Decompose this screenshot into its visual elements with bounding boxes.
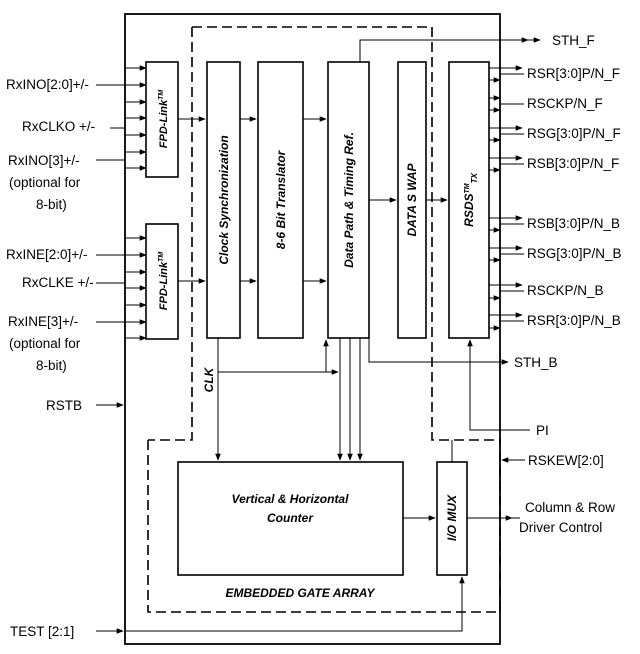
rsds-label: RSDS bbox=[462, 194, 476, 227]
label-sth-b: STH_B bbox=[514, 355, 558, 370]
label-optional-2-line1: (optional for bbox=[9, 336, 81, 351]
data-path-block bbox=[327, 61, 370, 339]
counter-label-line2: Counter bbox=[267, 511, 314, 525]
rsds-output-wires bbox=[489, 65, 523, 331]
fpd-link-bottom-sup: TM bbox=[158, 252, 165, 262]
label-rxclko: RxCLKO +/- bbox=[22, 119, 95, 134]
clock-sync-label: Clock Synchronization bbox=[217, 135, 231, 264]
fpd-link-top-sup: TM bbox=[158, 90, 165, 100]
label-column-row-line2: Driver Control bbox=[519, 520, 602, 535]
label-rsckp-b: RSCKP/N_B bbox=[527, 283, 604, 298]
svg-text:RSDSTMTX: RSDSTMTX bbox=[462, 173, 479, 227]
label-rxine-20: RxINE[2:0]+/- bbox=[6, 247, 87, 262]
data-path-label: Data Path & Timing Ref. bbox=[342, 132, 356, 268]
svg-text:FPD-LinkTM: FPD-LinkTM bbox=[158, 252, 170, 311]
internal-wires bbox=[96, 37, 541, 634]
data-swap-label: DATA S WAP bbox=[405, 162, 419, 236]
label-sth-f: STH_F bbox=[552, 33, 595, 48]
io-mux-label: I/O MUX bbox=[445, 494, 459, 541]
io-mux-block bbox=[436, 461, 468, 576]
label-rskew: RSKEW[2:0] bbox=[528, 453, 604, 468]
label-rstb: RSTB bbox=[46, 398, 82, 413]
label-column-row-line1: Column & Row bbox=[525, 500, 615, 515]
label-rsr-f: RSR[3:0]P/N_F bbox=[527, 66, 620, 81]
label-rsg-f: RSG[3:0]P/N_F bbox=[527, 126, 621, 141]
fpd-link-top-label: FPD-Link bbox=[158, 99, 170, 148]
label-rxclke: RxCLKE +/- bbox=[22, 275, 94, 290]
rsds-tx-block bbox=[448, 61, 490, 339]
right-stub-lines bbox=[500, 73, 524, 322]
label-pi: PI bbox=[536, 423, 549, 438]
label-rxine-3: RxINE[3]+/- bbox=[8, 314, 78, 329]
label-rsb-b: RSB[3:0]P/N_B bbox=[527, 216, 620, 231]
svg-text:FPD-LinkTM: FPD-LinkTM bbox=[158, 90, 170, 149]
label-rsg-b: RSG[3:0]P/N_B bbox=[527, 246, 622, 261]
translator-block bbox=[257, 61, 304, 339]
label-optional-2-line2: 8-bit) bbox=[36, 358, 67, 373]
left-stub-lines bbox=[96, 84, 125, 408]
label-rsckp-f: RSCKP/N_F bbox=[527, 96, 603, 111]
fpd-link-bottom-label: FPD-Link bbox=[158, 261, 170, 310]
fpd-link-top-block bbox=[145, 61, 179, 178]
gate-array-label: EMBEDDED GATE ARRAY bbox=[225, 586, 375, 600]
translator-label: 8-6 Bit Translator bbox=[274, 149, 288, 249]
fpd-bottom-input-wires bbox=[125, 235, 147, 341]
label-optional-1-line2: 8-bit) bbox=[36, 197, 67, 212]
fpd-top-input-wires bbox=[125, 65, 147, 171]
fpd-link-bottom-block bbox=[145, 223, 179, 340]
label-test: TEST [2:1] bbox=[10, 624, 74, 639]
rsds-sub: TX bbox=[470, 173, 479, 184]
counter-label-line1: Vertical & Horizontal bbox=[232, 492, 350, 506]
label-rsr-b: RSR[3:0]P/N_B bbox=[527, 313, 621, 328]
counter-block bbox=[177, 461, 404, 576]
label-clk: CLK bbox=[202, 366, 216, 392]
label-rxino-3: RxINO[3]+/- bbox=[8, 153, 80, 168]
label-rxino-20: RxINO[2:0]+/- bbox=[6, 77, 89, 92]
label-rsb-f: RSB[3:0]P/N_F bbox=[527, 156, 619, 171]
clock-sync-block bbox=[206, 61, 241, 339]
gate-array-dashed-region bbox=[147, 440, 501, 613]
core-dashed-region bbox=[148, 26, 500, 441]
label-optional-1-line1: (optional for bbox=[9, 175, 81, 190]
rsds-sup: TM bbox=[464, 183, 471, 193]
